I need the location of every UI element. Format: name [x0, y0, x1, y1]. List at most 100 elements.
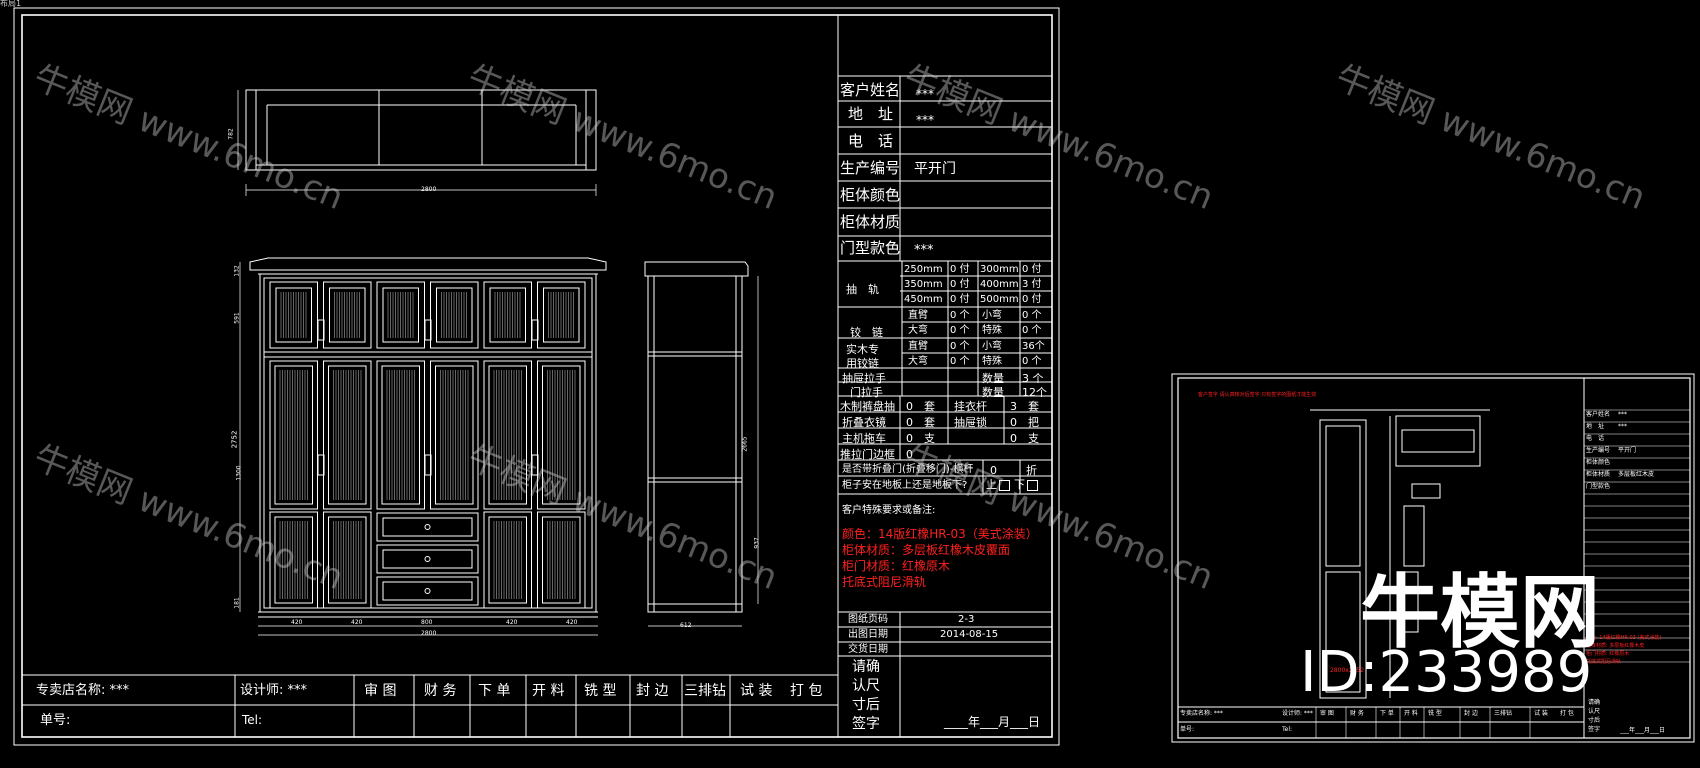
drawer-rail-label: 抽 轨 [846, 283, 879, 296]
hinge-qty-b[interactable]: 0 个 [1022, 310, 1042, 321]
lower-door-panel [542, 516, 581, 604]
hinge-type-a: 直臂 [908, 310, 928, 321]
side-depth-dim: 612 [680, 622, 692, 629]
door-handle [424, 319, 432, 341]
remark-line: 颜色：14版红橡HR-03（美式涂装） [842, 527, 1038, 541]
lower-door [537, 511, 586, 609]
middle-door-panel [274, 365, 313, 505]
mini-confirm-line: 签字 [1588, 726, 1601, 733]
mini-step: 开 料 [1404, 710, 1418, 717]
front-height-seg-dim: 132 [233, 265, 241, 277]
hinge-type-a: 大弯 [908, 325, 928, 336]
wood-hinge-type-b: 小弯 [982, 341, 1002, 352]
lower-door-panel [274, 516, 313, 604]
middle-door [537, 360, 586, 510]
floor-down-checkbox[interactable] [1027, 479, 1038, 491]
mini-form-label: 柜体材质 [1586, 471, 1611, 478]
mini-confirm-line: 寸后 [1588, 717, 1601, 724]
middle-door [483, 360, 532, 510]
workflow-step[interactable]: 三排钻 [684, 683, 726, 699]
drawer-handle-qty-label: 数量 [982, 372, 1004, 385]
wood-hinge-qty-a[interactable]: 0 个 [950, 356, 970, 367]
workflow-step[interactable]: 铣 型 [584, 683, 617, 699]
mini-tel: Tel: [1282, 726, 1293, 733]
rail-qty-b[interactable]: 0 付 [1022, 264, 1042, 275]
drawing-date[interactable]: 2014-08-15 [940, 629, 999, 640]
door-style-label: 门型款色 [840, 239, 901, 257]
rail-qty-a[interactable]: 0 付 [950, 294, 970, 305]
drawer-handle-label: 抽屉拉手 [842, 372, 886, 385]
order-number[interactable]: 单号: [40, 713, 71, 728]
workflow-step[interactable]: 封 边 [636, 683, 669, 699]
floor-down-option[interactable]: 下 [1014, 479, 1038, 491]
drawer-handle-qty[interactable]: 3 个 [1022, 372, 1044, 385]
drawer-front-panel [382, 517, 473, 537]
workflow-step[interactable]: 审 图 [364, 683, 397, 699]
door-handle-qty[interactable]: 12个 [1022, 386, 1047, 399]
segment-dim: 420 [351, 619, 363, 626]
mini-form-value: *** [1618, 411, 1627, 418]
customer-name-value[interactable]: *** [916, 87, 934, 101]
workflow-step[interactable]: 财 务 [424, 683, 457, 699]
door-style-value[interactable]: *** [914, 243, 934, 258]
fold-door-label: 是否带折叠门(折叠移门)-横杆 [842, 464, 974, 475]
workflow-step[interactable]: 下 单 [478, 683, 511, 699]
hanger-rod-qty[interactable]: 3 套 [1010, 400, 1039, 413]
hinge-qty-a[interactable]: 0 个 [950, 325, 970, 336]
mini-designer: 设计师: *** [1282, 710, 1313, 717]
workflow-step[interactable]: 试 装 [740, 683, 773, 699]
page-no-label: 图纸页码 [848, 614, 888, 625]
upper-door-panel [329, 287, 366, 343]
tel[interactable]: Tel: [242, 713, 263, 727]
workflow-step[interactable]: 打 包 [790, 683, 823, 699]
fold-door-qty[interactable]: 0 [990, 464, 997, 477]
hinge-label: 铰 链 [850, 326, 883, 339]
customer-name-label: 客户姓名 [840, 81, 901, 99]
upper-door-panel [436, 287, 473, 343]
host-tray-label: 主机拖车 [842, 432, 886, 445]
rail-qty-a[interactable]: 0 付 [950, 264, 970, 275]
mini-step: 下 单 [1380, 710, 1394, 717]
middle-door-panel [435, 365, 474, 505]
floor-up-option[interactable]: 上 [986, 479, 1010, 491]
hinge-qty-b[interactable]: 0 个 [1022, 325, 1042, 336]
wood-hinge-qty-b[interactable]: 0 个 [1022, 356, 1042, 367]
drawing-date-label: 出图日期 [848, 629, 888, 640]
mirror-qty[interactable]: 0 套 [906, 416, 935, 429]
slide-frame-qty[interactable]: 0 [906, 448, 913, 461]
mini-form-value: *** [1618, 423, 1627, 430]
floor-up-label: 上 [986, 478, 997, 491]
front-width-dim: 2800 [421, 630, 437, 637]
confirm-line: 请确 [852, 659, 880, 675]
upper-door [430, 281, 479, 349]
drawer-lock-qty[interactable]: 0 把 [1010, 416, 1039, 429]
store-name[interactable]: 专卖店名称: *** [36, 683, 130, 698]
wood-hinge-qty-a[interactable]: 0 个 [950, 341, 970, 352]
designer[interactable]: 设计师: *** [240, 683, 308, 698]
floor-up-checkbox[interactable] [999, 479, 1010, 491]
rail-qty-b[interactable]: 0 付 [1022, 294, 1042, 305]
floor-down-label: 下 [1014, 478, 1025, 491]
rail-qty-a[interactable]: 0 付 [950, 279, 970, 290]
mini-title-line: 客户签字 请认真核对后签字:只有签字的图纸才能生效 [1198, 392, 1317, 398]
workflow-step[interactable]: 开 料 [532, 683, 565, 699]
page-no[interactable]: 2-3 [958, 614, 975, 625]
mini-confirm-line: 请确 [1588, 699, 1601, 706]
window-title: 布局1 [0, 0, 22, 8]
production-no-value[interactable]: 平开门 [914, 161, 956, 177]
lower-door [269, 511, 318, 609]
trouser-rack-qty[interactable]: 0 套 [906, 400, 935, 413]
hinge-qty-a[interactable]: 0 个 [950, 310, 970, 321]
front-height-seg-dim: 591 [233, 312, 241, 324]
segment-dim: 800 [421, 619, 433, 626]
mini-step: 封 边 [1464, 710, 1478, 717]
wood-hinge-qty-b[interactable]: 36个 [1022, 341, 1045, 352]
mini-step: 试 装 [1534, 710, 1548, 717]
address-value[interactable]: *** [916, 113, 934, 127]
trouser-rack-label: 木制裤盘抽 [840, 400, 895, 413]
host-tray-qty[interactable]: 0 支 [906, 432, 935, 445]
sign-date[interactable]: ____年___月___日 [944, 715, 1041, 729]
rail-qty-b[interactable]: 3 付 [1022, 279, 1042, 290]
host-tray-qty-2[interactable]: 0 支 [1010, 432, 1039, 445]
